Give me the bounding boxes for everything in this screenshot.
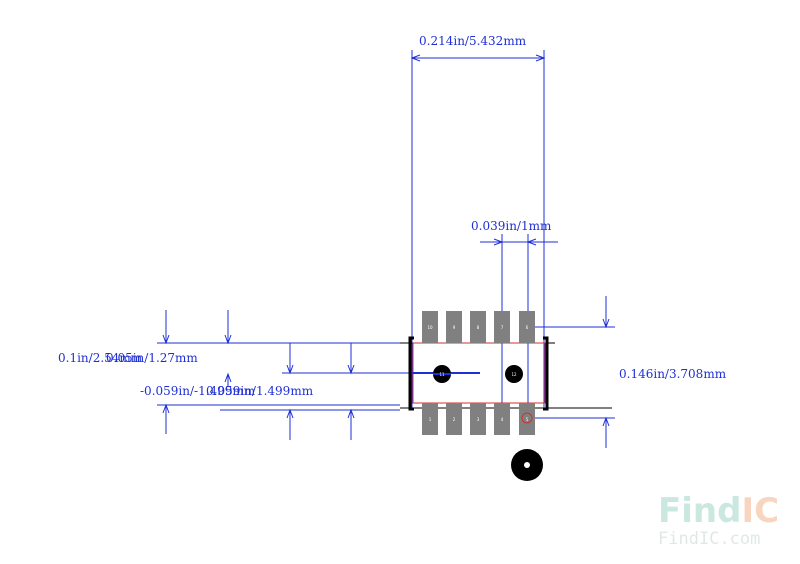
dim-pitch-label: 0.039in/1mm bbox=[471, 219, 552, 233]
center-dots: 11 12 bbox=[433, 365, 523, 383]
pad bbox=[494, 403, 510, 435]
top-pads: 10 9 8 7 6 bbox=[422, 311, 535, 343]
center-dot-12 bbox=[505, 365, 523, 383]
pad-number: 3 bbox=[477, 417, 480, 422]
origin-marker-icon bbox=[511, 449, 543, 481]
dim-left-height-label: 0.1in/2.54mm bbox=[58, 351, 143, 365]
pad bbox=[470, 403, 486, 435]
center-dot-label: 12 bbox=[511, 372, 517, 377]
pad-number: 5 bbox=[526, 417, 529, 422]
pad-number: 9 bbox=[453, 325, 456, 330]
pad bbox=[446, 311, 462, 343]
findic-watermark: FindIC FindIC.com bbox=[658, 491, 779, 549]
pad-number: 6 bbox=[526, 325, 529, 330]
watermark-ic-text: IC bbox=[741, 491, 779, 531]
pad bbox=[470, 311, 486, 343]
pad-number: 7 bbox=[501, 325, 504, 330]
dim-left-offset-label: -0.059in/-1.499mm bbox=[140, 384, 256, 398]
dim-right-height-label: 0.146in/3.708mm bbox=[619, 367, 727, 381]
dim-left-offset-overlap-label: 0.059in/1.499mm bbox=[206, 384, 314, 398]
body-bracket-left bbox=[408, 336, 414, 411]
bottom-pads: 1 2 3 4 5 bbox=[422, 403, 535, 435]
body-bracket-right bbox=[543, 336, 549, 411]
svg-text:FindIC: FindIC bbox=[658, 491, 779, 531]
watermark-find-text: Find bbox=[658, 491, 741, 531]
pin-marker-circle bbox=[521, 412, 533, 424]
pad bbox=[519, 403, 535, 435]
pad bbox=[494, 311, 510, 343]
pad-number: 2 bbox=[453, 417, 456, 422]
pad-number: 1 bbox=[429, 417, 432, 422]
pad-number: 10 bbox=[427, 325, 433, 330]
pad bbox=[422, 311, 438, 343]
pad bbox=[446, 403, 462, 435]
pad bbox=[519, 311, 535, 343]
dim-left-height-overlap-label: 0.05in/1.27mm bbox=[106, 351, 198, 365]
watermark-url: FindIC.com bbox=[658, 529, 760, 549]
pad bbox=[422, 403, 438, 435]
center-dot-label: 11 bbox=[439, 372, 445, 377]
dim-top-width-label: 0.214in/5.432mm bbox=[419, 34, 527, 48]
pad-number: 4 bbox=[501, 417, 504, 422]
pad-number: 8 bbox=[477, 325, 480, 330]
